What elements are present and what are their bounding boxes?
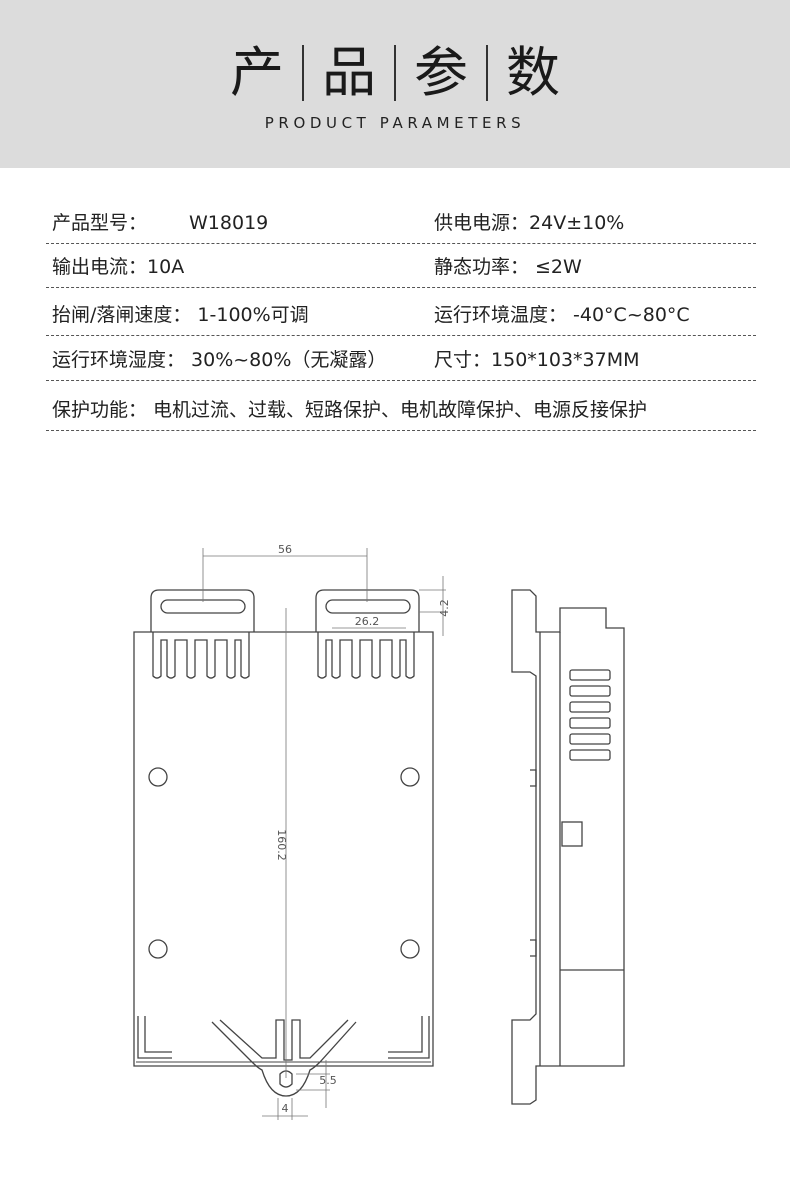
corner-clip bbox=[137, 1016, 172, 1059]
parameter-table: 产品型号： W18019 供电电源：24V±10% 输出电流：10A 静态功率：≤… bbox=[46, 196, 756, 431]
param-protection: 保护功能：电机过流、过载、短路保护、电机故障保护、电源反接保护 bbox=[52, 395, 647, 422]
param-row: 抬闸/落闸速度：1-100%可调 运行环境温度：-40°C~80°C bbox=[46, 288, 756, 336]
mount-hole bbox=[400, 767, 420, 787]
param-static-power: 静态功率：≤2W bbox=[434, 252, 582, 279]
mount-hole bbox=[400, 939, 420, 959]
param-label: 产品型号： bbox=[52, 212, 148, 234]
param-label: 保护功能： bbox=[52, 399, 148, 421]
dim-label: 160.2 bbox=[275, 829, 288, 861]
corner-clip bbox=[388, 1016, 423, 1053]
left-tab bbox=[150, 589, 255, 632]
param-output-current: 输出电流：10A bbox=[52, 252, 184, 279]
corner-clip bbox=[388, 1016, 430, 1059]
page-title: 产 品 参 数 bbox=[0, 38, 790, 108]
title-char: 产 bbox=[230, 41, 284, 104]
param-value: -40°C~80°C bbox=[573, 304, 690, 326]
dim-label: 4 bbox=[282, 1102, 289, 1115]
param-value: 24V±10% bbox=[529, 212, 625, 234]
param-value: 30%~80%（无凝露） bbox=[191, 349, 387, 371]
param-value: 电机过流、过载、短路保护、电机故障保护、电源反接保护 bbox=[153, 399, 648, 421]
mount-hole bbox=[148, 939, 168, 959]
param-value: W18019 bbox=[189, 212, 269, 234]
side-view bbox=[511, 589, 625, 1105]
side-notches bbox=[530, 769, 537, 957]
title-char: 品 bbox=[322, 41, 376, 104]
title-divider bbox=[486, 45, 488, 101]
dim-label: 5.5 bbox=[319, 1074, 337, 1087]
param-value: 150*103*37MM bbox=[491, 349, 640, 371]
dimension-lines bbox=[202, 548, 446, 1120]
param-label: 运行环境温度： bbox=[434, 304, 568, 326]
param-row: 输出电流：10A 静态功率：≤2W bbox=[46, 244, 756, 288]
side-body-lines bbox=[539, 632, 624, 1066]
param-size: 尺寸：150*103*37MM bbox=[434, 345, 640, 372]
corner-clip bbox=[144, 1016, 172, 1053]
front-view bbox=[133, 589, 434, 1097]
front-body-outline bbox=[133, 631, 434, 1067]
param-label: 运行环境湿度： bbox=[52, 349, 186, 371]
vent-slots bbox=[569, 669, 611, 761]
clamp-hole bbox=[279, 1070, 293, 1088]
right-tab bbox=[315, 589, 420, 632]
dim-label: 4.2 bbox=[438, 599, 451, 617]
title-char: 数 bbox=[506, 41, 560, 104]
param-temperature: 运行环境温度：-40°C~80°C bbox=[434, 300, 690, 327]
dim-label: 56 bbox=[278, 543, 292, 556]
param-speed: 抬闸/落闸速度：1-100%可调 bbox=[52, 300, 309, 327]
left-prongs bbox=[152, 632, 250, 679]
param-power-supply: 供电电源：24V±10% bbox=[434, 208, 624, 235]
param-label: 供电电源： bbox=[434, 212, 530, 234]
mount-hole bbox=[148, 767, 168, 787]
title-divider bbox=[302, 45, 304, 101]
param-row: 运行环境湿度：30%~80%（无凝露） 尺寸：150*103*37MM bbox=[46, 336, 756, 381]
header-banner: 产 品 参 数 PRODUCT PARAMETERS bbox=[0, 0, 790, 168]
param-model: 产品型号： W18019 bbox=[52, 208, 268, 235]
dim-label: 26.2 bbox=[355, 615, 380, 628]
param-label: 尺寸： bbox=[434, 349, 492, 371]
param-row: 产品型号： W18019 供电电源：24V±10% bbox=[46, 196, 756, 244]
title-char: 参 bbox=[414, 41, 468, 104]
param-label: 输出电流： bbox=[52, 256, 148, 278]
cable-clamp bbox=[211, 1019, 357, 1097]
param-label: 抬闸/落闸速度： bbox=[52, 304, 192, 326]
param-label: 静态功率： bbox=[434, 256, 530, 278]
param-value: ≤2W bbox=[535, 256, 582, 278]
title-divider bbox=[394, 45, 396, 101]
right-slot bbox=[325, 599, 411, 614]
technical-drawing: 56 26.2 4.2 160.2 5.5 4 bbox=[133, 543, 625, 1120]
page-subtitle: PRODUCT PARAMETERS bbox=[264, 114, 526, 132]
param-value: 1-100%可调 bbox=[197, 304, 309, 326]
right-prongs bbox=[317, 632, 415, 679]
param-row: 保护功能：电机过流、过载、短路保护、电机故障保护、电源反接保护 bbox=[46, 381, 756, 431]
side-body-outline bbox=[511, 589, 625, 1105]
param-value: 10A bbox=[147, 256, 185, 278]
param-humidity: 运行环境湿度：30%~80%（无凝露） bbox=[52, 345, 386, 372]
side-connector bbox=[561, 821, 583, 847]
